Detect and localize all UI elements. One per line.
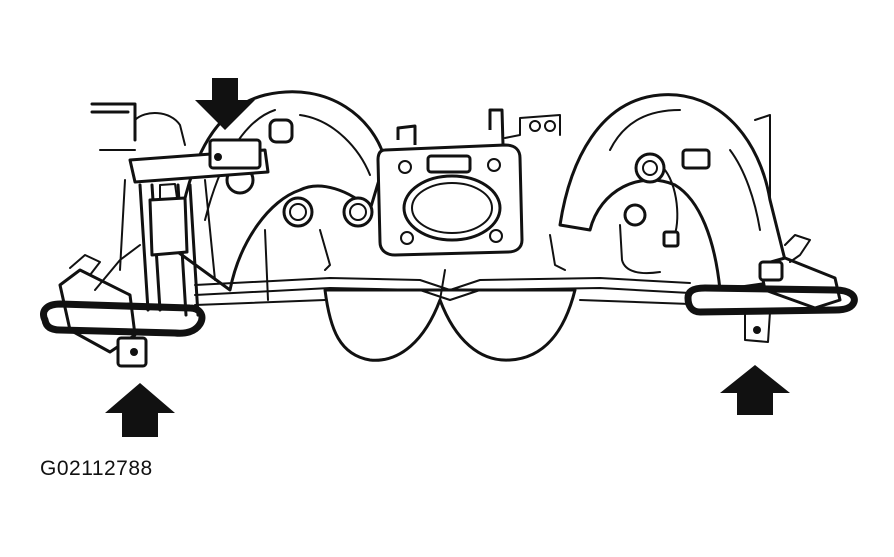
lower-plenum [323, 269, 577, 362]
right-bosses [549, 148, 711, 275]
arrow-bottom-right [720, 365, 790, 415]
figure-id-label: G02112788 [40, 457, 153, 480]
fuel-pipe-assembly [90, 102, 270, 317]
throttle-body-flange [376, 108, 561, 257]
arrow-top-left [195, 78, 255, 130]
arrow-bottom-left [105, 383, 175, 437]
left-injector [40, 244, 206, 368]
fuel-rail [194, 277, 691, 306]
right-injector [684, 234, 858, 343]
left-bosses [225, 118, 374, 301]
